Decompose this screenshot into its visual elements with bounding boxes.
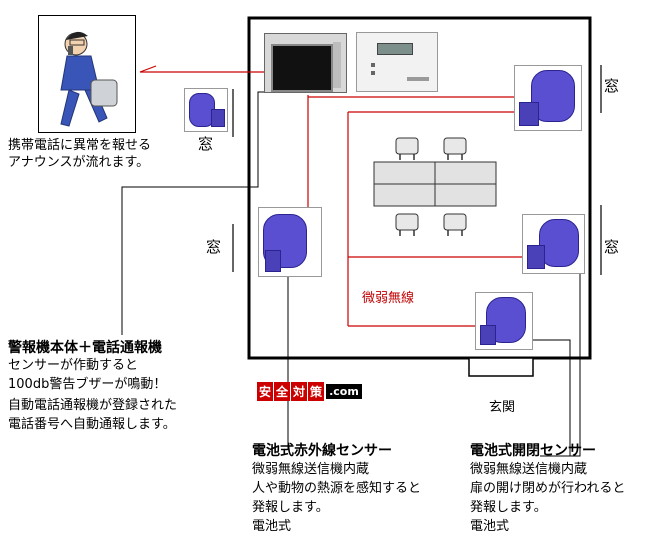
sensor-left	[258, 207, 322, 277]
door-sensor-line-4: 電池式	[470, 519, 510, 534]
room-outline	[247, 16, 592, 360]
window-label-top-left: 窓	[198, 135, 214, 153]
leader-lines	[121, 91, 581, 457]
sensor-right	[522, 214, 585, 274]
door-sensor-line-1: 微弱無線送信機内蔵	[470, 462, 588, 477]
ir-sensor-title: 電池式赤外線センサー	[252, 443, 392, 459]
sensor-top-right	[514, 65, 582, 131]
main-unit-line-2: 100db警告ブザーが鳴動！	[8, 377, 167, 392]
person-phone-icon	[60, 31, 118, 127]
table-and-chairs	[373, 137, 497, 236]
ir-sensor-line-4: 電池式	[252, 519, 292, 534]
caller-illustration	[38, 15, 136, 133]
window-label-right: 窓	[604, 238, 620, 256]
door-sensor-line-3: 発報します。	[470, 500, 547, 515]
caller-text-line-2: アナウンスが流れます。	[8, 155, 150, 170]
window-label-left: 窓	[206, 238, 222, 256]
ir-sensor-line-2: 人や動物の熱源を感知すると	[252, 481, 422, 496]
anzen-taisaku-logo: 安全対策.com	[257, 381, 362, 401]
wireless-label: 微弱無線	[362, 291, 415, 306]
main-unit-line-1: センサーが作動すると	[8, 358, 139, 373]
main-unit-line-4: 電話番号へ自動通報します。	[8, 417, 176, 432]
main-unit-title: 警報機本体＋電話通報機	[8, 340, 162, 356]
phone-dialer-unit	[356, 32, 438, 92]
sensor-outside-window	[184, 88, 228, 132]
caller-text-line-1: 携帯電話に異常を報せる	[8, 138, 152, 153]
alarm-main-unit	[264, 33, 347, 93]
sensor-entrance	[475, 292, 533, 350]
door-sensor-title: 電池式開閉センサー	[470, 443, 596, 459]
window-label-top-right: 窓	[604, 77, 620, 95]
door-sensor-line-2: 扉の開け閉めが行われると	[470, 481, 626, 496]
entrance-step	[468, 357, 534, 377]
ir-sensor-line-3: 発報します。	[252, 500, 329, 515]
ir-sensor-line-1: 微弱無線送信機内蔵	[252, 462, 370, 477]
main-unit-line-3: 自動電話通報機が登録された	[8, 398, 178, 413]
entrance-label: 玄関	[489, 400, 516, 415]
